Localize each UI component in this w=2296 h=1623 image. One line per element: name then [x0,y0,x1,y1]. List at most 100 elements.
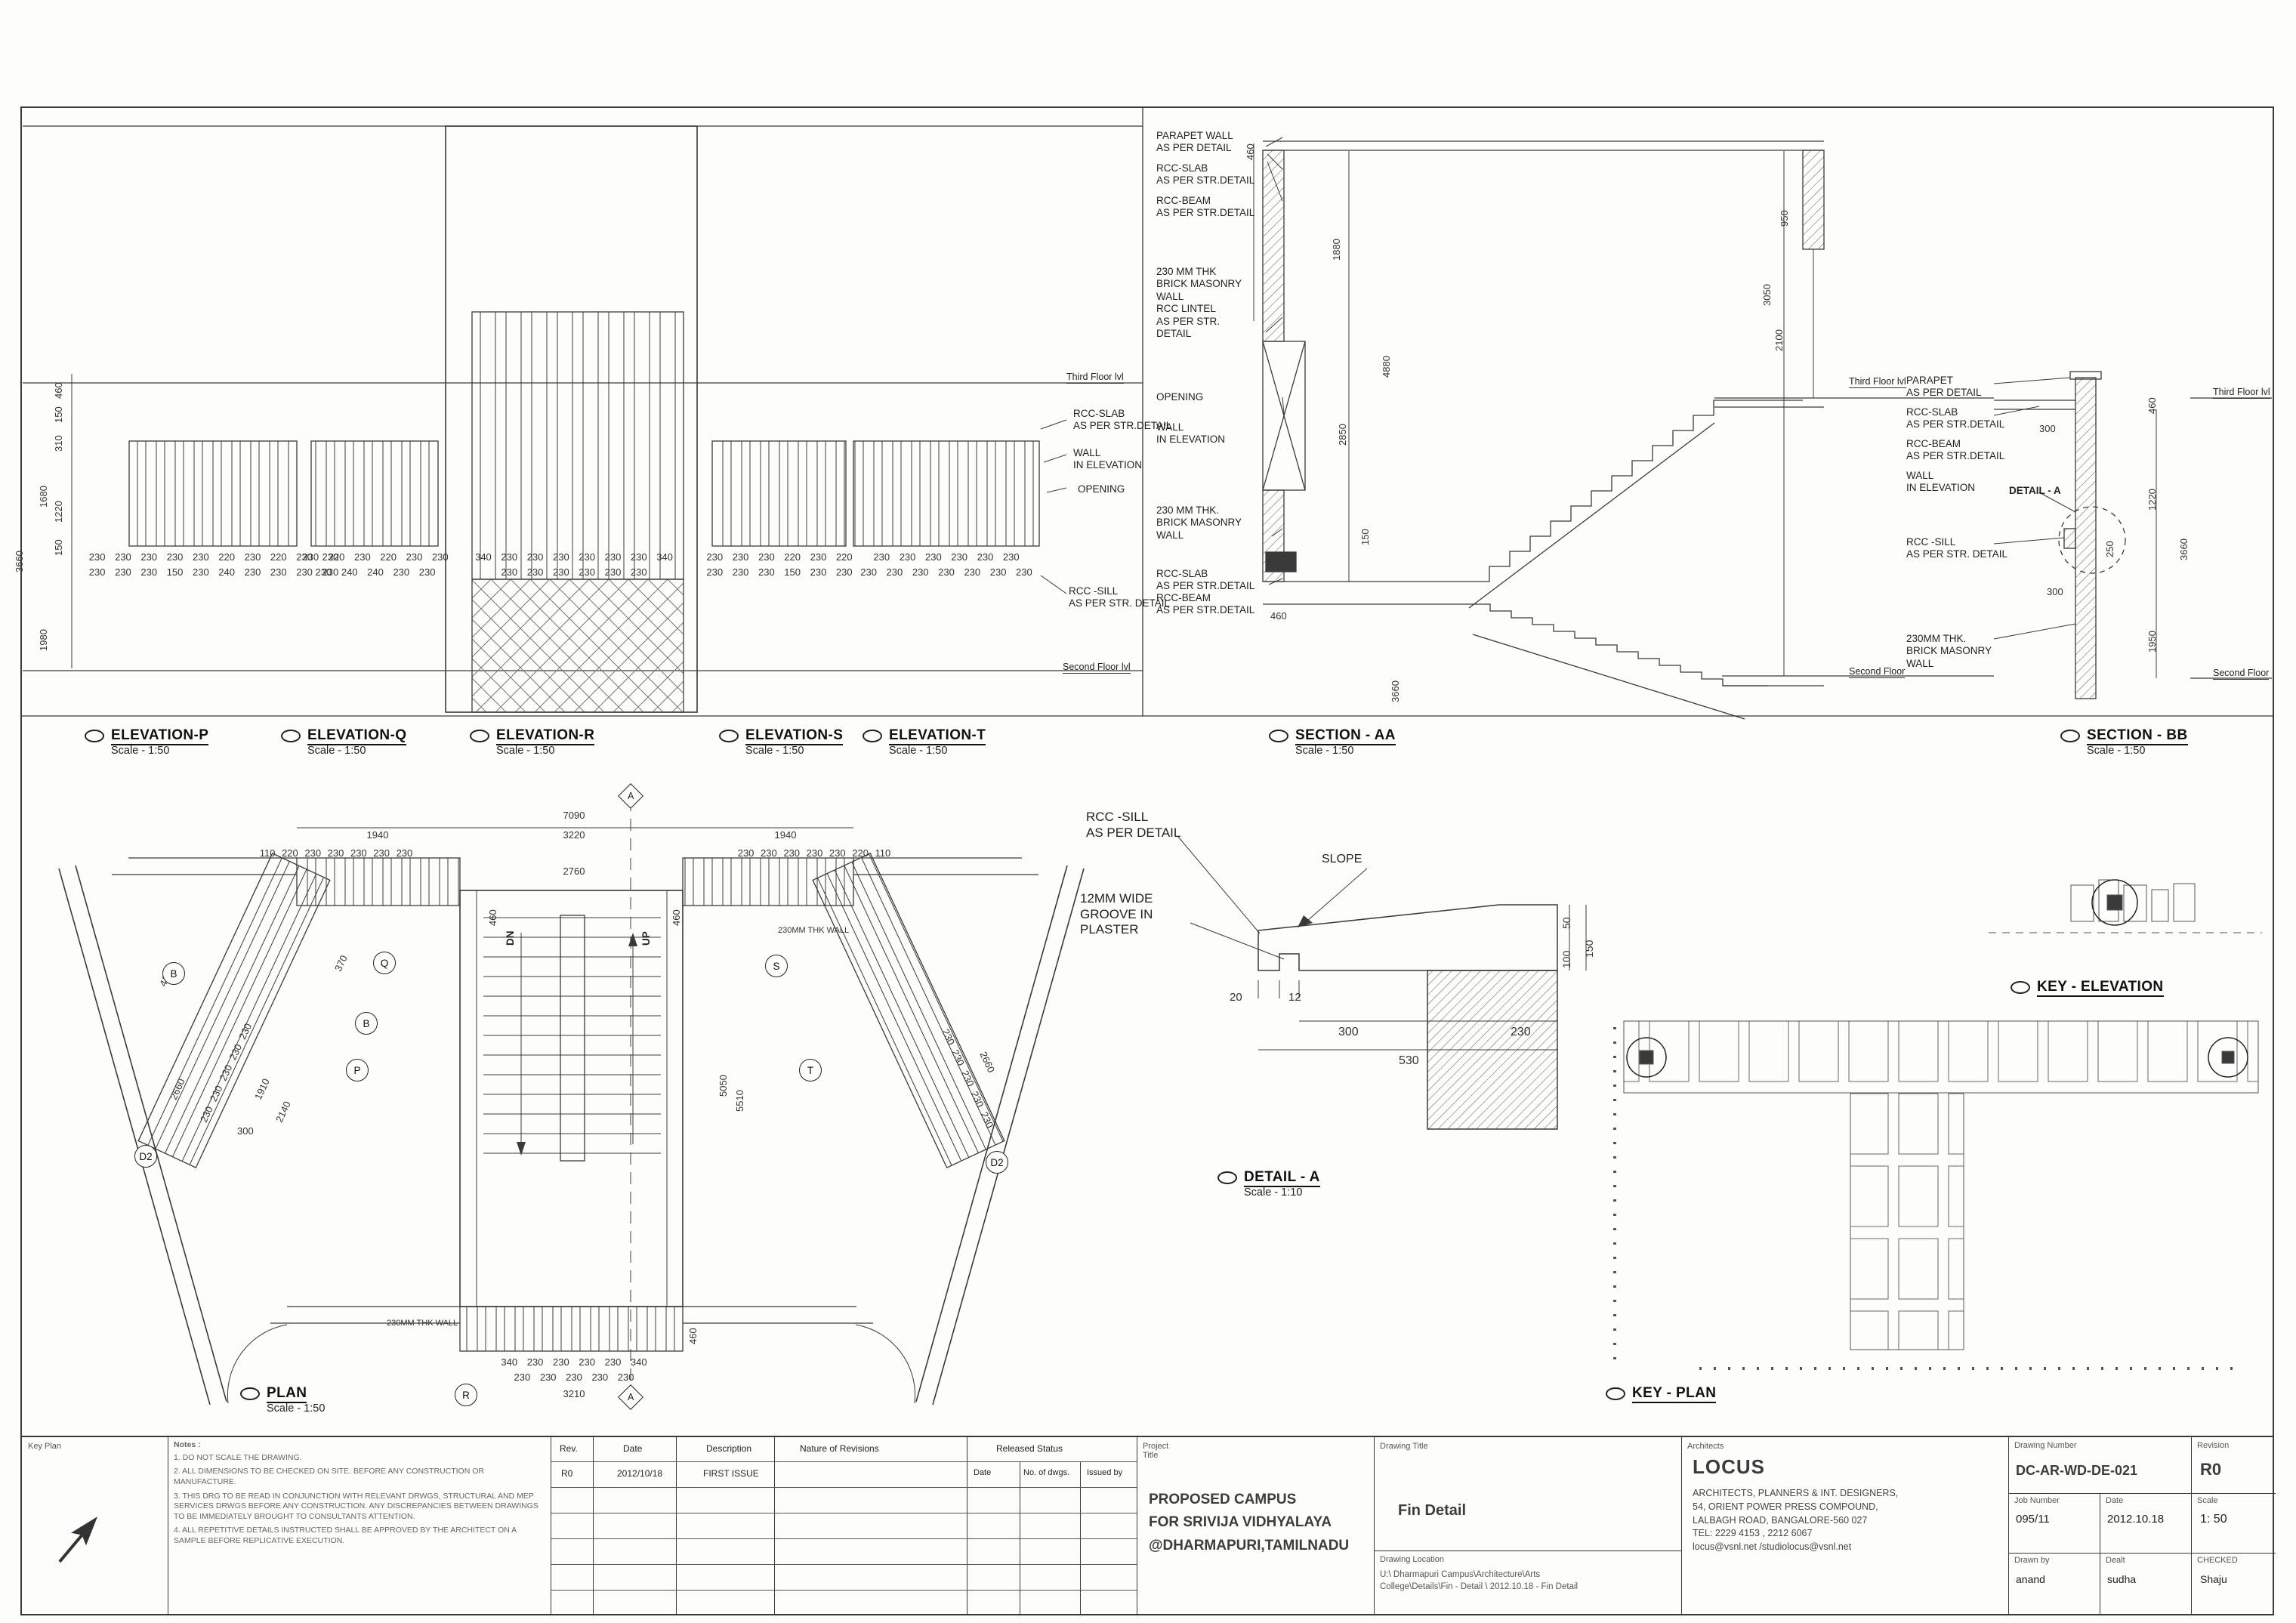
detail-a-linework [1177,836,1587,1130]
dim-label: 460 [671,909,682,926]
dealt-by: sudha [2107,1573,2137,1585]
plan-marker: Q [373,952,396,974]
plan-marker: R [455,1384,477,1406]
key-plan-cell-label: Key Plan [28,1442,62,1451]
rev-cell: 2012/10/18 [617,1468,663,1479]
rev-cell: FIRST ISSUE [703,1468,759,1479]
job-number: 095/11 [2016,1513,2050,1526]
dim-label: 3660 [14,551,25,572]
divider [2191,1493,2276,1494]
door-tag: D2 [986,1151,1008,1174]
note-item: 1. DO NOT SCALE THE DRAWING. [174,1452,302,1462]
scale-value: 1: 50 [2200,1513,2227,1526]
title-block: Key Plan Notes : 1. DO NOT SCALE THE DRA… [20,1436,2276,1615]
view-marker-icon [2060,730,2080,742]
view-scale: Scale - 1:50 [111,745,170,757]
dim-label: 20 [1230,991,1242,1004]
annotation: RCC-BEAM AS PER STR.DETAIL [1156,592,1255,616]
rev-table-row-line [551,1461,1137,1462]
annotation: RCC-SLAB AS PER STR.DETAIL [1073,408,1172,432]
dim-row: 230 230 230 150 230 240 230 230 230 230 [88,566,339,578]
floor-level-label: Second Floor lvl [1063,662,1131,674]
divider [1374,1437,1375,1614]
annotation: WALL IN ELEVATION [1156,421,1226,446]
stair-direction-label: DN [505,930,516,946]
dealt-label: Dealt [2106,1556,2125,1565]
floor-level-label: Third Floor lvl [1066,372,1124,384]
view-title: ELEVATION-P [111,727,209,745]
dim-label: 300 [2039,423,2056,434]
annotation: SLOPE [1322,853,1362,865]
annotation: RCC-SLAB AS PER STR.DETAIL [1156,162,1255,187]
annotation: WALL IN ELEVATION [1073,447,1143,471]
dim-label: 1880 [1331,239,1342,261]
dim-label: 460 [53,382,64,399]
annotation: RCC -SILL AS PER DETAIL [1086,810,1181,840]
dim-label: 2850 [1337,424,1348,446]
dim-label: 100 [1560,950,1572,968]
architect-name: LOCUS [1693,1455,1765,1478]
floor-level-label: Third Floor lvl [2213,387,2270,399]
view-marker-icon [1269,730,1288,742]
divider [2191,1437,2192,1614]
view-marker-icon [719,730,739,742]
checked-by: Shaju [2200,1573,2227,1585]
dim-label: 4880 [1381,356,1392,378]
drawing-title: Fin Detail [1398,1502,1467,1519]
annotation: 230MM THK. BRICK MASONRY WALL [1906,633,1992,669]
floor-level-label: Second Floor [1849,666,1906,678]
dim-label: 460 [2146,397,2158,414]
dim-label: 12 [1288,991,1301,1004]
dim-row: 7090 [563,810,585,821]
dim-label: 1220 [2146,489,2158,511]
rev-col-header: Rev. [560,1443,578,1454]
annotation: RCC-BEAM AS PER STR.DETAIL [1906,438,2005,462]
annotation: RCC-BEAM AS PER STR.DETAIL [1156,195,1255,219]
rev-table-divider [676,1437,677,1614]
annotation: 230MM THK WALL [778,926,850,935]
project-cell-label: Project Title [1143,1442,1169,1460]
dim-label: 950 [1779,210,1790,227]
rev-col-header: Date [623,1443,643,1454]
dim-row: 1940 [774,829,797,841]
plan-marker: P [346,1059,369,1081]
dim-label: 1950 [2146,631,2158,653]
annotation: RCC -SILL AS PER STR. DETAIL [1069,585,1171,609]
dim-label: 150 [53,406,64,423]
dim-label: 5510 [734,1090,745,1112]
job-number-label: Job Number [2014,1496,2060,1505]
date-value: 2012.10.18 [2107,1513,2165,1526]
view-marker-icon [85,730,104,742]
dim-row: 230 240 240 230 230 [315,566,436,578]
rev-sub-header: Issued by [1087,1468,1123,1477]
rev-col-header: Description [706,1443,752,1454]
dim-label: 230 [1511,1026,1531,1038]
annotation: RCC-SLAB AS PER STR.DETAIL [1906,406,2005,430]
dim-label: 300 [2047,586,2063,597]
dim-label: 460 [487,909,498,926]
dim-row: 2760 [563,865,585,877]
annotation: 12MM WIDE GROOVE IN PLASTER [1080,891,1153,937]
dim-label: 460 [1270,610,1287,622]
section-aa-linework [1253,137,1994,720]
dim-label: 50 [1560,917,1572,929]
rev-table-divider [1080,1461,1081,1614]
view-title-key-elevation: KEY - ELEVATION [2011,979,2164,997]
dim-label: 2100 [1773,329,1785,351]
dim-label: 1220 [53,501,64,523]
rev-table-row-line [551,1590,1137,1591]
revision-value: R0 [2200,1460,2222,1479]
dim-row: 230 230 230 230 230 230 [501,566,647,578]
view-title-key-plan: KEY - PLAN [1606,1385,1717,1403]
annotation: RCC -SILL AS PER STR. DETAIL [1906,536,2008,560]
dim-label: 150 [1583,940,1595,958]
dim-row: 230 230 230 150 230 230 [706,566,853,578]
stair-direction-label: UP [640,931,652,946]
dim-label: 150 [1359,529,1371,545]
